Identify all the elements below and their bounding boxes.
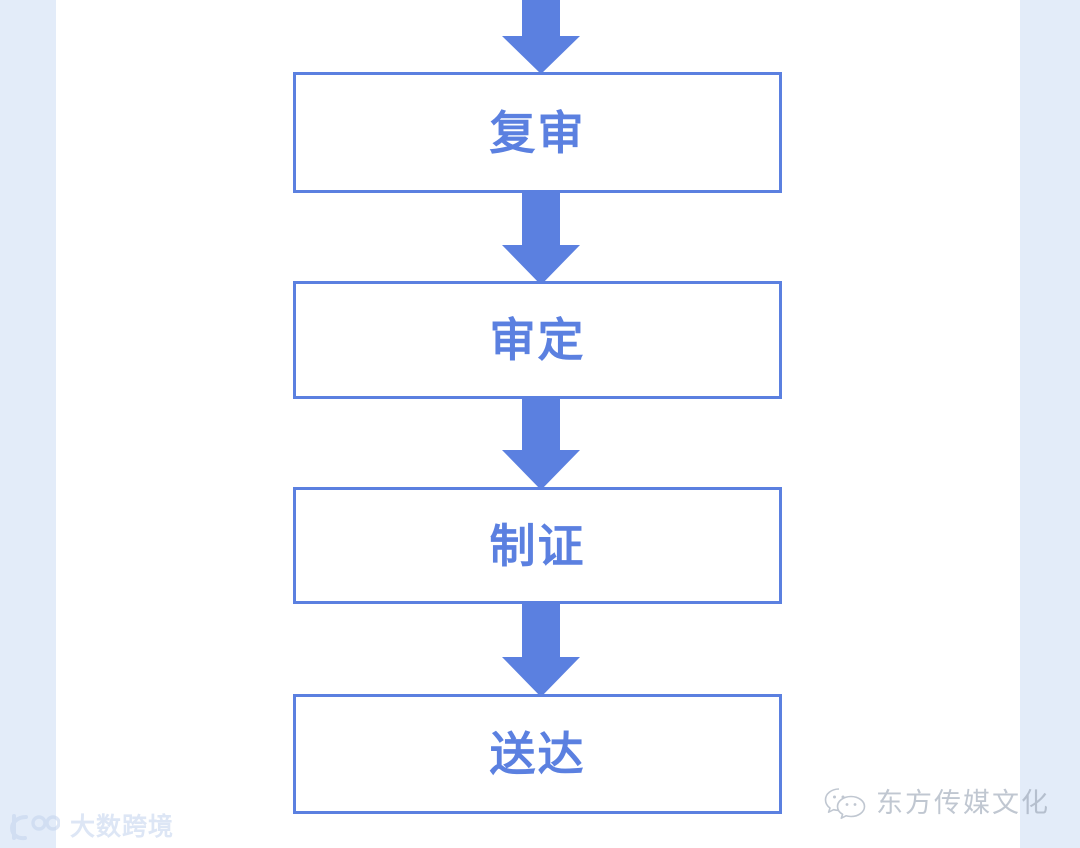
flow-node-label: 送达 [489,728,586,780]
flow-node-label: 复审 [489,106,586,159]
down-arrow-icon [502,191,580,285]
watermark-bottom-left: 大数跨境 [8,812,174,842]
down-arrow-icon [502,0,580,74]
watermark-bottom-right: 东方传媒文化 [824,786,1050,820]
flow-node-label: 审定 [489,314,586,366]
flow-node-zhizheng[interactable]: 制证 [293,487,782,604]
down-arrow-icon [502,396,580,490]
flowchart: 复审 审定 制证 送达 [56,0,1020,848]
flow-node-shending[interactable]: 审定 [293,281,782,399]
flow-node-songda[interactable]: 送达 [293,694,782,814]
watermark-left-text: 大数跨境 [70,812,175,841]
down-arrow-icon [502,601,580,697]
watermark-right-text: 东方传媒文化 [876,787,1050,818]
flow-node-fushen[interactable]: 复审 [293,72,782,193]
dashu-kuajing-logo-icon [9,814,60,841]
wechat-logo-icon [824,788,866,819]
flow-node-label: 制证 [489,519,586,572]
document-sheet: 复审 审定 制证 送达 [56,0,1020,848]
